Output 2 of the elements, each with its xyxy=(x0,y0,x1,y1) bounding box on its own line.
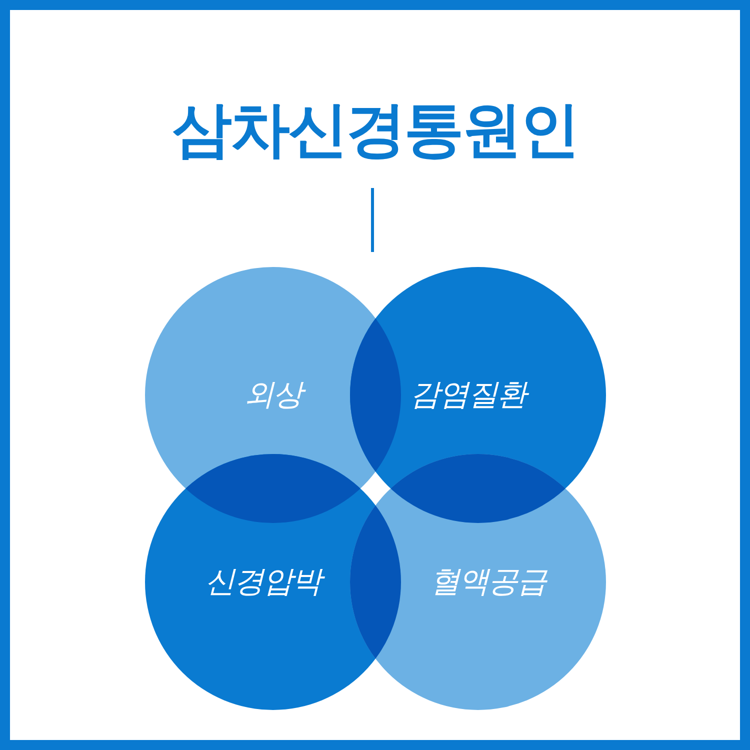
page-title: 삼차신경통원인 xyxy=(171,94,579,167)
circle-label: 혈액공급 xyxy=(430,562,546,602)
